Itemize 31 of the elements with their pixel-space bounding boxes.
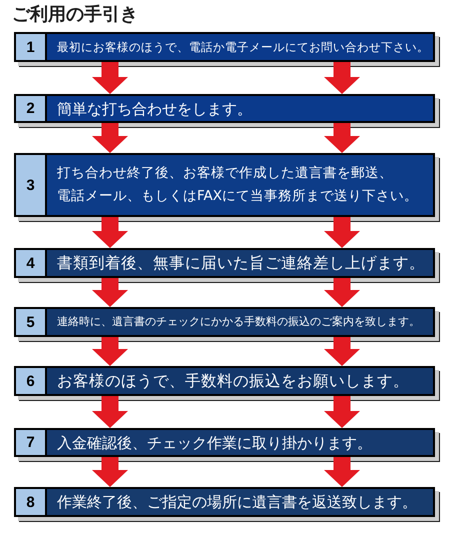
arrow: [92, 62, 128, 94]
step-number: 5: [16, 309, 47, 335]
step-text: 最初にお客様のほうで、電話か電子メールにてお問い合わせ下さい。: [57, 40, 429, 54]
step-text: 連絡時に、遺言書のチェックにかかる手数料の振込のご案内を致します。: [57, 315, 420, 329]
title: ご利用の手引き: [12, 4, 138, 26]
arrow: [324, 62, 360, 94]
step-text: 簡単な打ち合わせをします。: [57, 98, 252, 118]
step-number: 2: [16, 96, 47, 121]
step-number: 7: [16, 430, 47, 455]
step-number: 8: [16, 489, 47, 515]
step-number: 3: [16, 155, 47, 215]
step-number: 1: [16, 34, 47, 60]
step-text: 作業終了後、ご指定の場所に遺言書を返送致します。: [57, 492, 417, 512]
arrow: [324, 123, 360, 153]
step-text: 書類到着後、無事に届いた旨ご連絡差し上げます。: [57, 253, 425, 273]
step-text: 打ち合わせ終了後、お客様で作成した遺言書を郵送、電話メール、もしくはFAXにて当事務所まで送り下さい。: [57, 164, 420, 206]
arrow: [92, 457, 128, 487]
step-text: 入金確認後、チェック作業に取り掛かります。: [57, 432, 372, 452]
step-number: 6: [16, 368, 47, 394]
arrow: [324, 396, 360, 428]
arrow: [92, 217, 128, 248]
arrow: [92, 123, 128, 153]
arrow: [324, 217, 360, 248]
arrow: [324, 337, 360, 366]
arrow: [92, 278, 128, 307]
arrow: [324, 278, 360, 307]
step-number: 4: [16, 250, 47, 276]
arrow: [324, 457, 360, 487]
arrow: [92, 337, 128, 366]
step-text: お客様のほうで、手数料の振込をお願いします。: [57, 371, 409, 391]
arrow: [92, 396, 128, 428]
